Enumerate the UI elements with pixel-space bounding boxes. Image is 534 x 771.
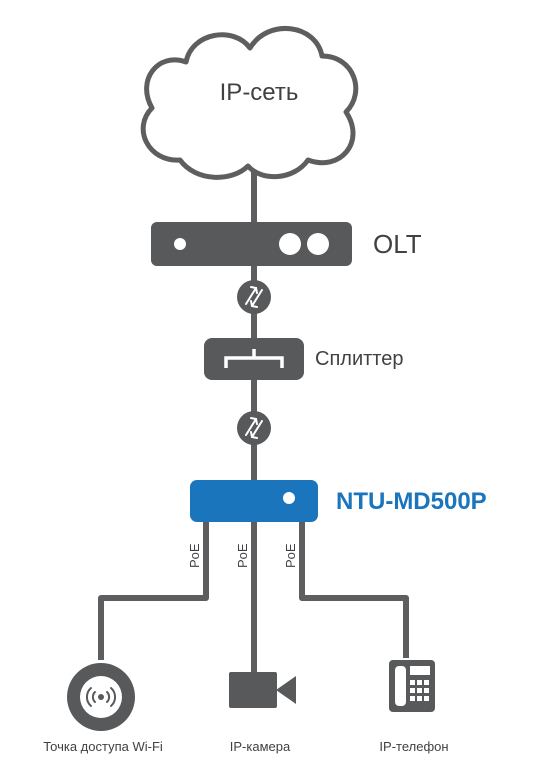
phone-keypad [410, 680, 429, 701]
cloud-icon: IP-сеть [140, 25, 359, 180]
phone-screen [410, 666, 430, 675]
olt-small-port [174, 238, 186, 250]
camera-lens [276, 676, 296, 704]
olt-label: OLT [373, 229, 422, 259]
poe-label-camera: PoE [235, 543, 250, 568]
ont-to-phone-line [299, 522, 409, 658]
connector-2-circle [237, 411, 271, 445]
desk-phone-icon [389, 660, 435, 712]
wifi-label: Точка доступа Wi-Fi [43, 739, 163, 754]
poe-label-phone: PoE [283, 543, 298, 568]
network-label: IP-сеть [220, 79, 299, 106]
ont-indicator [283, 492, 295, 504]
camera-label: IP-камера [230, 739, 291, 754]
ont-body [190, 480, 318, 522]
olt-port-2 [307, 233, 329, 255]
camera-body [229, 672, 277, 708]
splitter-symbol [224, 349, 284, 368]
olt-port-1 [279, 233, 301, 255]
olt-body [151, 222, 352, 266]
connection-lines [98, 165, 409, 672]
splitter-icon [204, 338, 304, 380]
phone-handset [395, 666, 406, 706]
connector-1-circle [237, 280, 271, 314]
ont-to-wifi-line [98, 522, 209, 660]
ont-label: NTU-MD500P [336, 488, 487, 515]
fiber-connector-icon [237, 411, 271, 445]
ont-device-icon [190, 480, 318, 522]
olt-device-icon [151, 222, 352, 266]
phone-label: IP-телефон [379, 739, 448, 754]
splitter-label: Сплиттер [315, 348, 403, 370]
video-camera-icon [229, 672, 296, 708]
fiber-connector-icon [237, 280, 271, 314]
poe-label-wifi: PoE [187, 543, 202, 568]
cloud-shape [140, 25, 359, 180]
wifi-access-point-icon [67, 663, 135, 731]
